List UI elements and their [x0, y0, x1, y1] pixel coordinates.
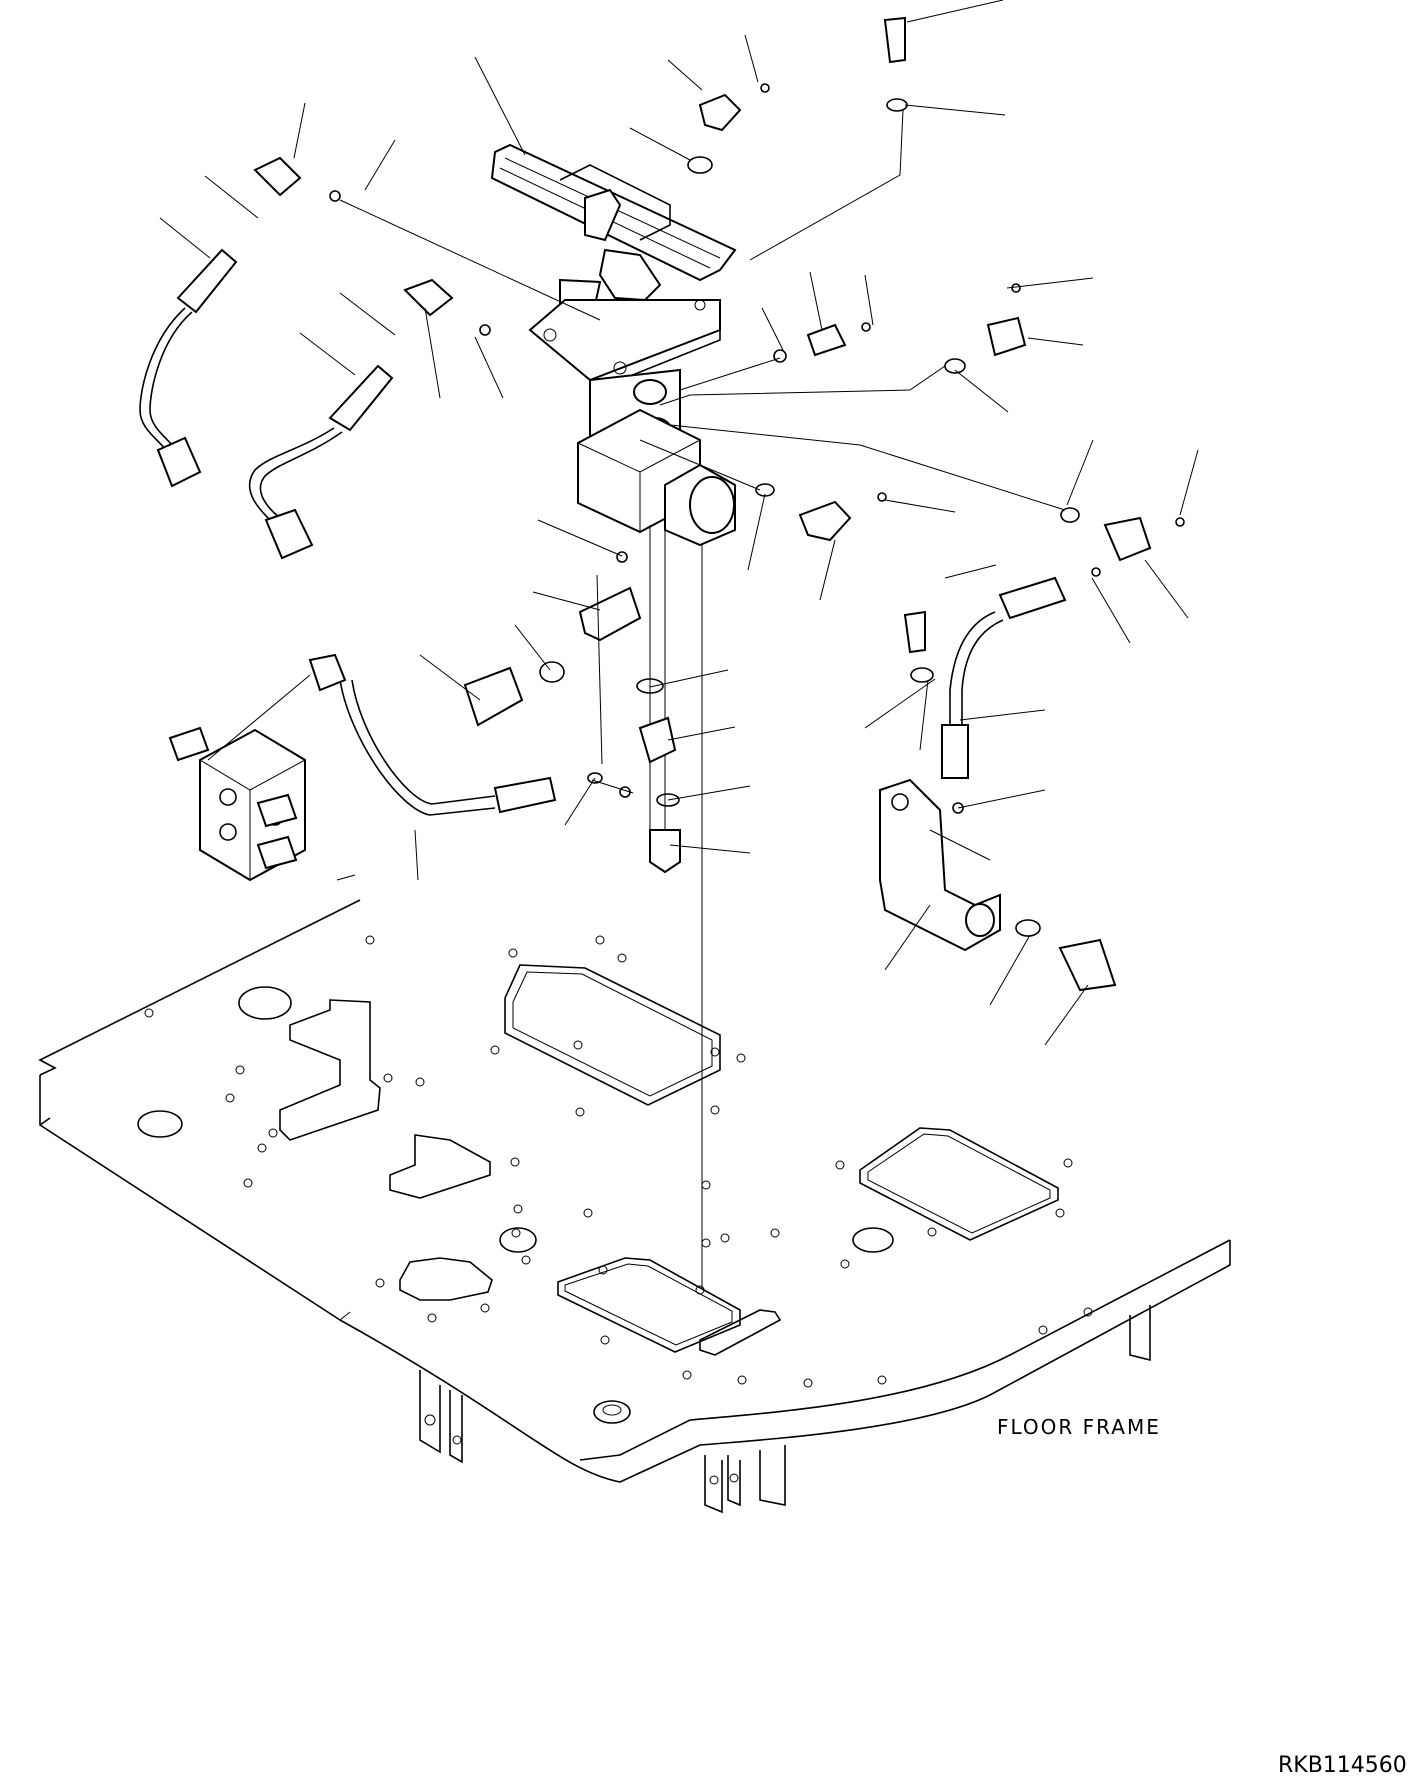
drawing-number: RKB114560: [1278, 1753, 1407, 1778]
floor-frame-label: FLOOR FRAME: [997, 1415, 1161, 1439]
bracket-right: [879, 610, 1117, 992]
pedal-valve-assembly: [490, 143, 737, 1288]
hose-assembly-left: [308, 653, 557, 816]
valve-block-left: [168, 726, 306, 882]
hose-assembly-right: [941, 576, 1067, 779]
pressure-switch-right: [248, 278, 491, 560]
fittings: [463, 16, 1185, 874]
pressure-switch-left: [139, 156, 341, 488]
floor-frame-plate: [38, 899, 1231, 1514]
leader-lines: [159, 0, 1199, 1046]
